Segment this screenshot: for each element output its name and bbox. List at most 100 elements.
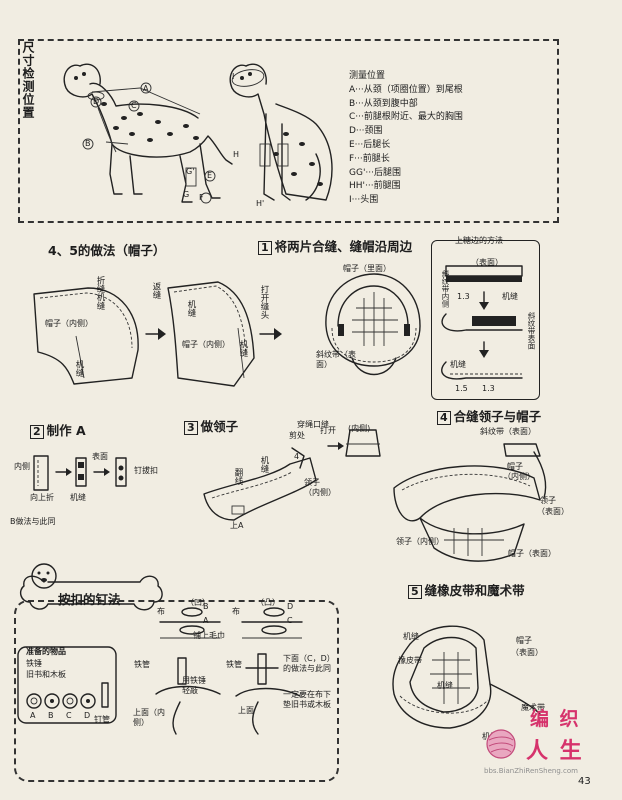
prep-item-hammer: 铁锤	[26, 659, 42, 668]
edge-n3: 1.3	[482, 384, 495, 393]
prep-nail-tube: 钉管	[94, 715, 110, 724]
snap-cloth2-label: 布	[232, 607, 240, 616]
hat-fold-label: 返缝	[151, 282, 161, 299]
edge-title: 上糖边的方法	[455, 236, 503, 245]
snap-letter-c: C	[287, 616, 293, 625]
footer-url: bbs.BianZhiRenSheng.com	[484, 767, 578, 775]
measurement-item: A···从颈（项圈位置）到尾根	[349, 84, 463, 95]
measurement-item: I···头围	[349, 195, 379, 206]
step3-collar-label: 领子	[304, 478, 320, 487]
step3-four-label: 4	[294, 452, 300, 461]
snap-upper-inside-label: 上面（内侧）	[133, 708, 165, 727]
hat-inside-label: 帽子（内侧）	[45, 319, 93, 328]
marker-e: E	[207, 171, 213, 180]
marker-a: A	[143, 84, 149, 93]
step2-note: B做法与此同	[10, 517, 56, 526]
snap-diagram-illustration	[155, 607, 303, 735]
snap-cloth-label: 布	[157, 607, 165, 616]
hat-heading: 4、5的做法（帽子）	[48, 243, 166, 258]
snap-tube2-label: 铁管	[226, 660, 242, 669]
step1-hat-inner-label: 帽子（里面）	[343, 264, 391, 273]
edge-bias-surface-label: 斜纹带表面	[527, 312, 536, 350]
marker-g2: G'	[186, 167, 195, 176]
hat-machine3-label: 机缝	[238, 340, 248, 357]
hat-open-seam-label: 打开缝头	[259, 285, 269, 319]
snap-letter-d: D	[287, 602, 294, 611]
step2-inside-label: 内侧	[14, 462, 30, 471]
snap-letter-b: B	[203, 602, 209, 611]
step2-fold-up-label: 向上折	[30, 493, 54, 502]
snap-upper-label: 上面	[238, 706, 254, 715]
edge-machine-label: 机缝	[502, 292, 518, 301]
measurement-list: 测量位置 A···从颈（项圈位置）到尾根 B···从颈到腹中部 C···前腿根附…	[349, 70, 463, 208]
step3-string-opening-label: 穿绳口缝	[297, 420, 329, 429]
step5-machine2-label: 机缝	[437, 681, 453, 690]
marker-h2: H'	[256, 199, 265, 208]
hat-inside2-label: 帽子（内侧）	[182, 340, 230, 349]
step5-illustration	[392, 625, 541, 729]
edge-machine2-label: 机缝	[450, 360, 466, 369]
step3-cut-label: 剪处	[289, 431, 305, 440]
edge-binding-illustration	[441, 265, 523, 380]
edge-binding-panel	[431, 240, 540, 400]
step2-illustration	[33, 455, 127, 491]
marker-d: D	[93, 97, 100, 106]
step3-open-label: 打开	[320, 426, 336, 435]
prep-item-board: 旧书和木板	[26, 670, 66, 679]
marker-g: G	[183, 190, 190, 199]
step5-hat-label: 帽子	[516, 636, 532, 645]
prep-letter-c: C	[66, 711, 72, 720]
hat-steps-illustration	[33, 281, 282, 387]
snap-towel-label: 铺上毛巾	[193, 631, 225, 640]
step5-velcro-label: 魔术带	[521, 703, 545, 712]
measurement-panel	[18, 39, 559, 223]
edge-surface-label: （表面）	[471, 258, 503, 267]
step4-illustration	[393, 443, 547, 562]
hat-fold-sew-label: 折缝机缝	[95, 276, 105, 310]
dog-measurement-illustration	[63, 63, 333, 204]
measurement-item: B···从颈到腹中部	[349, 98, 418, 109]
step5-hat-surface-label: （表面）	[511, 648, 543, 657]
marker-i: I	[232, 72, 235, 81]
measurement-item: HH'···前腿围	[349, 181, 401, 192]
hat-machine2-label: 机缝	[186, 300, 196, 317]
step4-hat-surface-label: 帽子（表面）	[508, 549, 556, 558]
prep-letter-d: D	[84, 711, 91, 720]
marker-c: C	[131, 101, 137, 110]
logo-line1: 编 织	[530, 708, 581, 730]
step5-machine-label: 机缝	[403, 632, 419, 641]
snap-note-label: 一定要在布下垫旧书或木板	[283, 690, 331, 709]
step1-hood-illustration	[325, 273, 421, 375]
measurement-item: D···颈围	[349, 126, 383, 137]
step4-bias-surface-label: 斜纹带（表面）	[480, 427, 536, 436]
snap-title: 按扣的钉法	[58, 592, 121, 607]
step4-collar-label: 领子	[540, 496, 556, 505]
snap-convex-label: （凸）	[256, 598, 280, 607]
step3-machine-label: 机缝	[259, 456, 269, 473]
edge-n2: 1.5	[455, 384, 468, 393]
measurement-item: F···前腿长	[349, 153, 390, 164]
step4-hat-label: 帽子	[507, 462, 523, 471]
snap-tube-label: 铁管	[134, 660, 150, 669]
step3-collar-illustration	[203, 429, 381, 521]
snap-panel	[14, 600, 339, 782]
snap-lower-label: 下面（C，D）的做法与此同	[283, 654, 331, 673]
step2-snap-label: 钉拔扣	[134, 466, 158, 475]
step2-machine-label: 机缝	[70, 493, 86, 502]
measurement-item: GG'···后腿围	[349, 167, 402, 178]
edge-bias-inner-label: 斜纹带内侧	[441, 270, 450, 308]
marker-f: F	[199, 193, 204, 202]
step2-surface-label: 表面	[92, 452, 108, 461]
marker-b: B	[85, 139, 91, 148]
step4-collar-inside-label: 领子（内侧）	[396, 537, 444, 546]
snap-letter-a: A	[203, 616, 209, 625]
prep-title: 准备的物品	[26, 647, 66, 656]
step1-bias-label: 斜纹带（表面）	[316, 350, 356, 369]
measurement-title: 测量位置	[349, 71, 386, 81]
step5-rubber-label: 橡皮带	[398, 656, 422, 665]
